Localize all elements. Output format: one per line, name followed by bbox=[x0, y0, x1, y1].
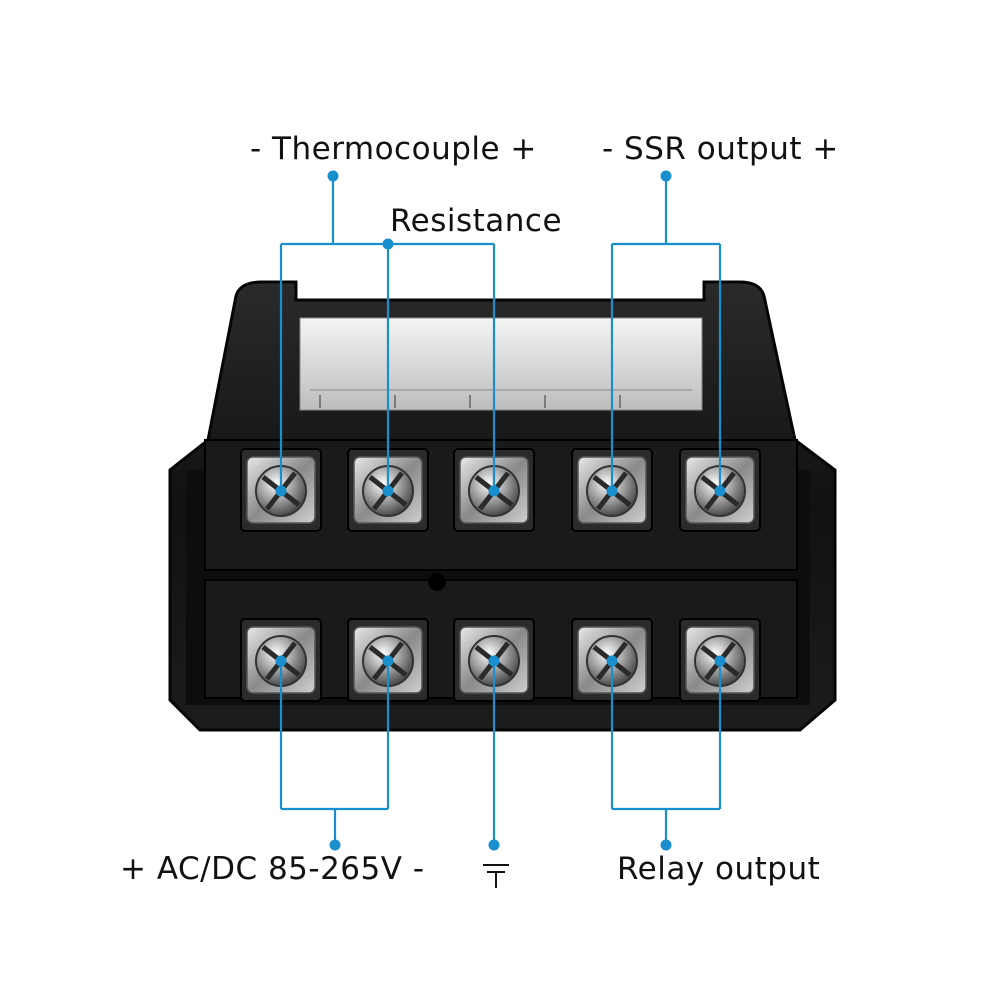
label-plate bbox=[299, 317, 703, 411]
ground-icon bbox=[483, 864, 509, 888]
terminal-dot bbox=[488, 485, 500, 497]
callout-lines bbox=[275, 170, 726, 851]
ground-dot bbox=[488, 839, 500, 851]
terminal-dot bbox=[714, 485, 726, 497]
terminal-dot bbox=[606, 485, 618, 497]
ssr-dot bbox=[660, 170, 672, 182]
terminal-dot bbox=[275, 485, 287, 497]
terminal-dot bbox=[275, 655, 287, 667]
ssr-output-label: - SSR output + bbox=[602, 131, 839, 167]
relay-dot bbox=[660, 839, 672, 851]
terminal-dot bbox=[606, 655, 618, 667]
terminal-dot bbox=[714, 655, 726, 667]
thermocouple-label: - Thermocouple + bbox=[250, 131, 537, 167]
power-dot bbox=[329, 839, 341, 851]
relay-output-label: Relay output bbox=[617, 851, 821, 887]
thermocouple-dot bbox=[327, 170, 339, 182]
center-hole bbox=[428, 573, 446, 591]
resistance-dot bbox=[382, 238, 394, 250]
terminal-dot bbox=[382, 485, 394, 497]
terminal-dot bbox=[382, 655, 394, 667]
resistance-label: Resistance bbox=[390, 203, 563, 239]
terminal-screw bbox=[347, 618, 429, 702]
terminal-dot bbox=[488, 655, 500, 667]
power-supply-label: + AC/DC 85-265V - bbox=[120, 851, 425, 887]
